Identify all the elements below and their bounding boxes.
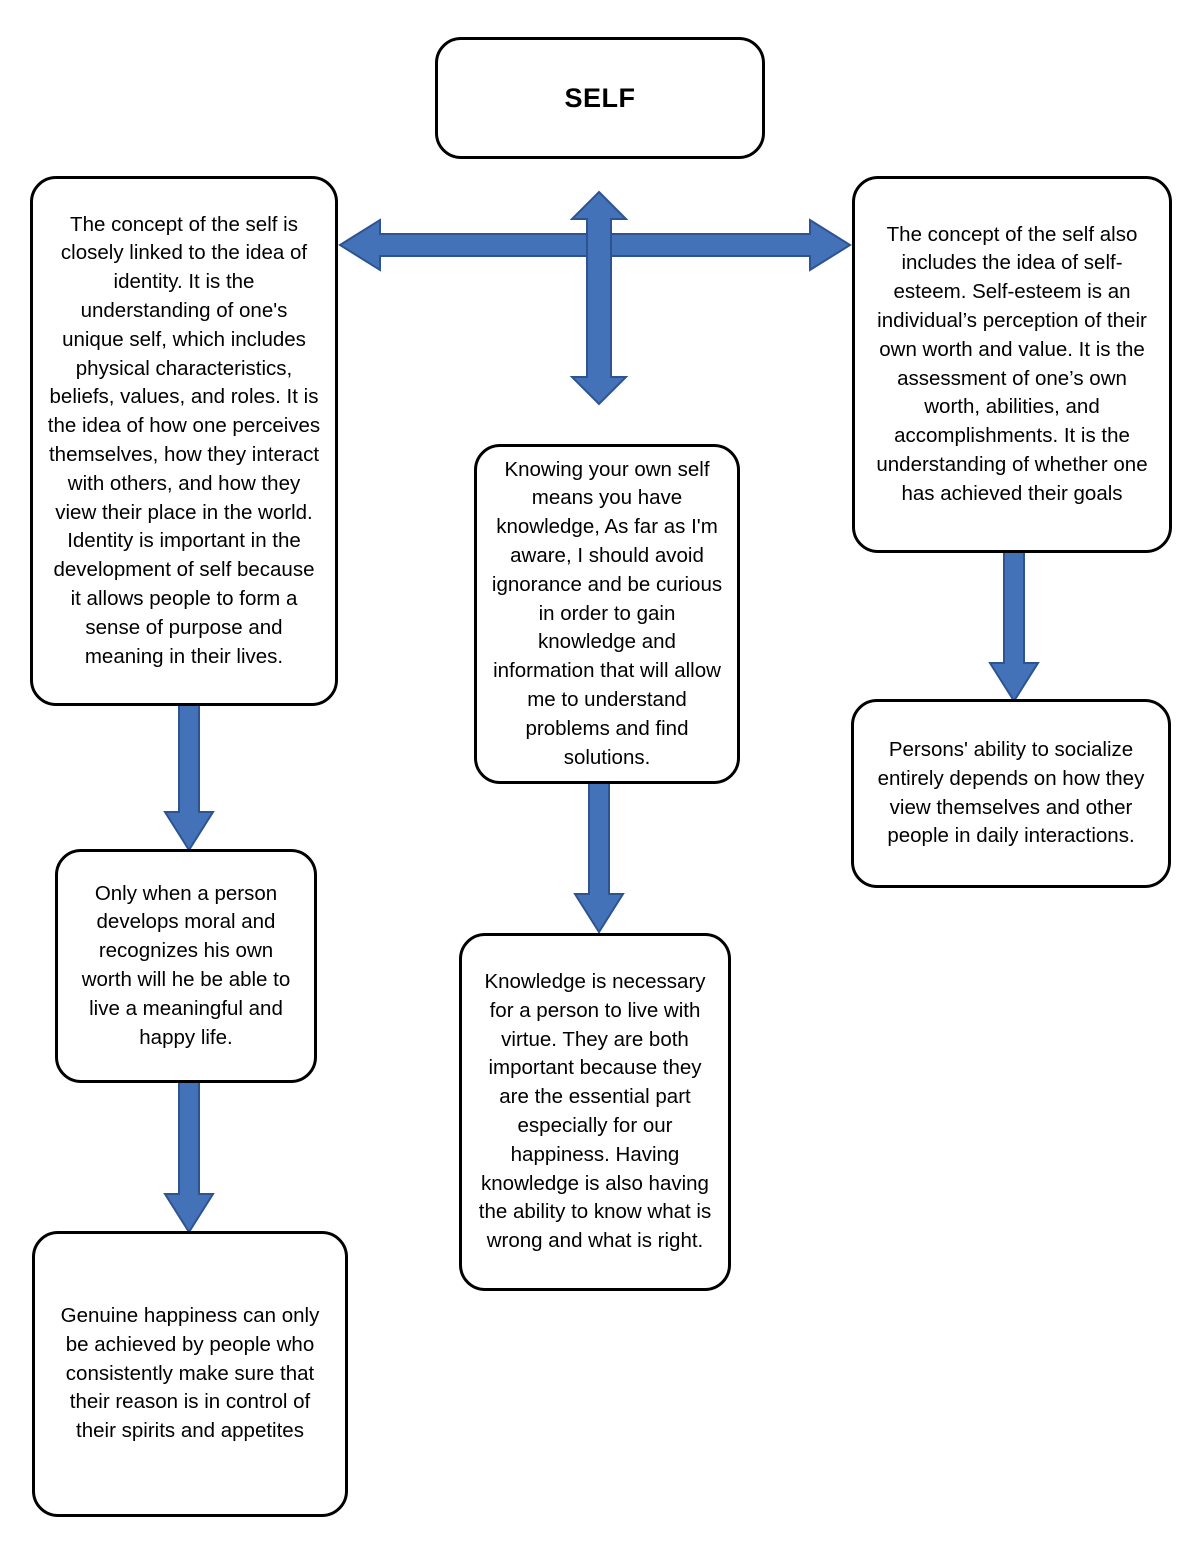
node-self-title-label: SELF (564, 82, 636, 113)
node-self-identity[interactable]: The concept of the self is closely linke… (30, 176, 338, 706)
node-self-title[interactable]: SELF (435, 37, 765, 159)
node-moral-worth[interactable]: Only when a person develops moral and re… (55, 849, 317, 1083)
node-knowledge-virtue-label: Knowledge is necessary for a person to l… (478, 970, 712, 1253)
left-mid-to-left-bottom-arrow (163, 1081, 215, 1234)
node-genuine-happiness-label: Genuine happiness can only be achieved b… (60, 1304, 320, 1443)
node-moral-worth-label: Only when a person develops moral and re… (81, 881, 291, 1049)
node-knowing-own-self-label: Knowing your own self means you have kno… (491, 457, 723, 769)
node-socialize[interactable]: Persons' ability to socialize entirely d… (851, 699, 1171, 888)
node-socialize-label: Persons' ability to socialize entirely d… (877, 737, 1145, 848)
node-self-esteem-label: The concept of the self also includes th… (876, 222, 1148, 505)
node-knowledge-virtue[interactable]: Knowledge is necessary for a person to l… (459, 933, 731, 1291)
vertical-double-arrow (569, 190, 629, 406)
node-genuine-happiness[interactable]: Genuine happiness can only be achieved b… (32, 1231, 348, 1517)
right-top-to-right-bottom-arrow (988, 548, 1040, 703)
node-self-esteem[interactable]: The concept of the self also includes th… (852, 176, 1172, 553)
node-self-identity-label: The concept of the self is closely linke… (47, 212, 321, 668)
left-top-to-left-mid-arrow (163, 701, 215, 852)
center-top-to-center-bottom-arrow (573, 781, 625, 934)
node-knowing-own-self[interactable]: Knowing your own self means you have kno… (474, 444, 740, 784)
